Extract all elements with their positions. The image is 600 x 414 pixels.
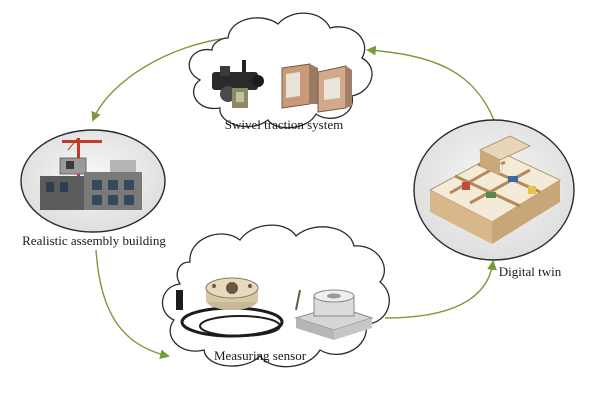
building-model-icon (428, 135, 562, 244)
traction-device-icon (212, 60, 264, 108)
assembly-node: Realistic assembly building (20, 129, 166, 248)
sensor-node: Measuring sensor (161, 224, 390, 368)
twin-label: Digital twin (499, 264, 562, 279)
wall-panel-icon-2 (317, 65, 352, 113)
sensor-cloud (161, 224, 390, 368)
cycle-arrows (91, 37, 497, 360)
twin-node: Digital twin (413, 119, 575, 279)
arrow-assembly-to-sensor (95, 249, 170, 360)
torque-sensor-icon (176, 277, 284, 338)
construction-site-icon (40, 137, 142, 210)
assembly-label: Realistic assembly building (22, 233, 166, 248)
swivel-label: Swivel traction system (225, 117, 343, 132)
swivel-node: Swivel traction system (188, 12, 373, 132)
sensor-label: Measuring sensor (214, 348, 307, 363)
arrow-sensor-to-twin (384, 260, 497, 319)
arrow-twin-to-swivel (366, 45, 495, 121)
arrow-swivel-to-assembly (91, 37, 229, 122)
load-cell-icon (294, 289, 374, 340)
wall-panel-icon (281, 63, 318, 109)
